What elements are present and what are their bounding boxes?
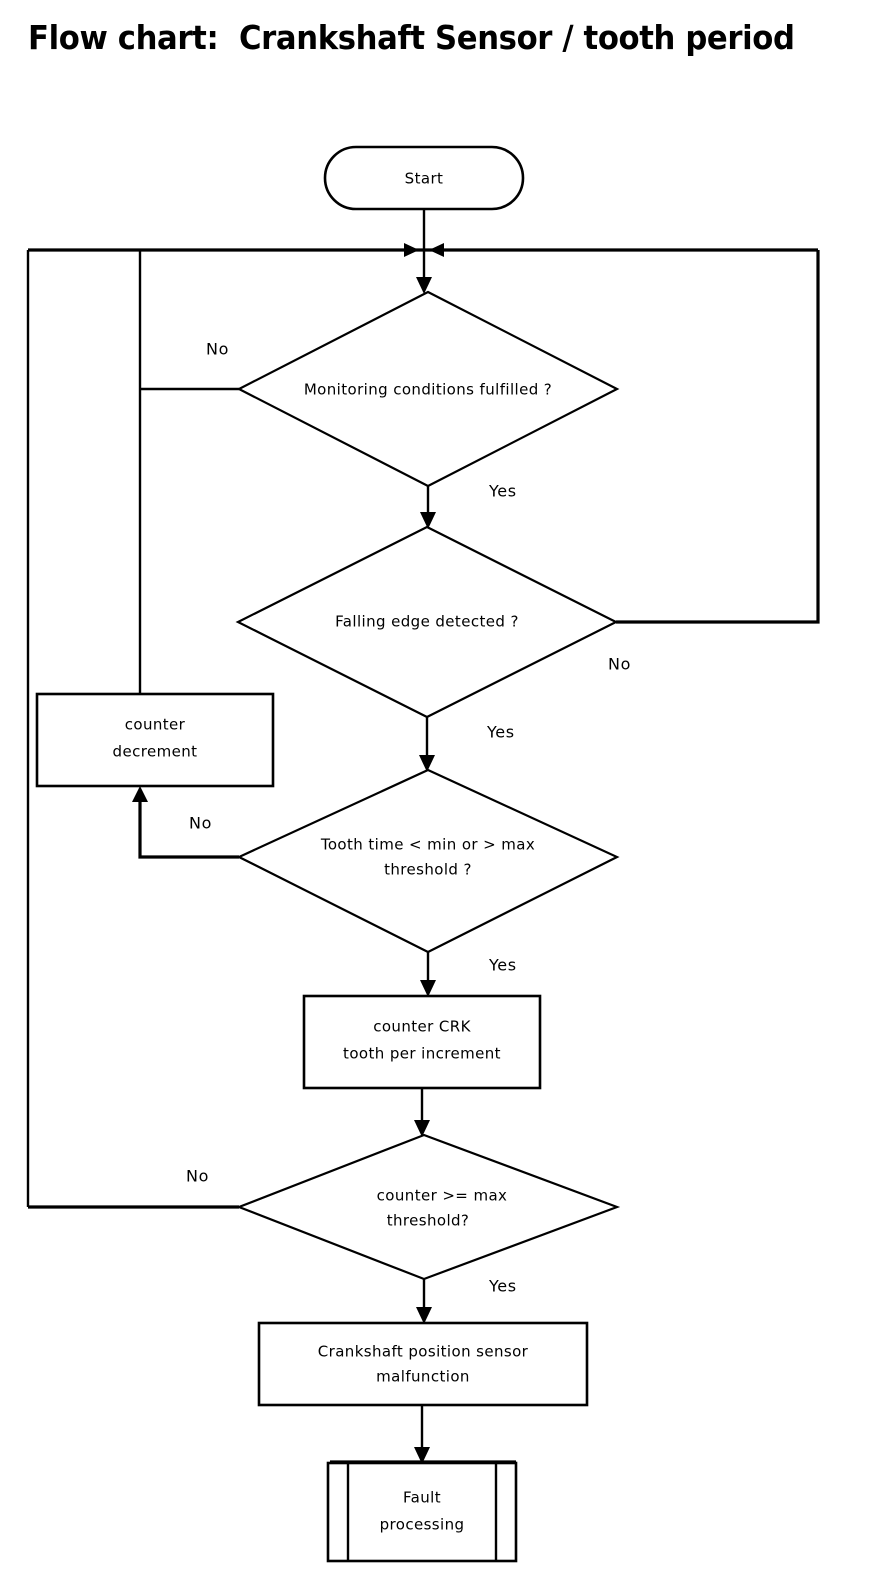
node-start-label: Start xyxy=(405,170,444,188)
node-falling-edge[interactable]: Falling edge detected ? xyxy=(235,525,619,719)
branch-label-no-monitoring: No xyxy=(206,340,229,359)
arrow-into-tooth-time xyxy=(419,755,435,772)
branch-label-yes-counter-max: Yes xyxy=(488,1277,517,1296)
page-title: Flow chart: Crankshaft Sensor / tooth pe… xyxy=(28,18,795,57)
node-start[interactable]: Start xyxy=(323,145,525,211)
node-monitoring-conditions[interactable]: Monitoring conditions fulfilled ? xyxy=(236,290,620,488)
loop-bar-arrow-left xyxy=(404,243,419,257)
edge-falling-edge-no xyxy=(616,250,820,624)
node-monitoring-label: Monitoring conditions fulfilled ? xyxy=(304,381,552,399)
node-tooth-time-label-line1: Tooth time < min or > max xyxy=(320,836,535,854)
node-counter-max[interactable]: counter >= max threshold? xyxy=(235,1133,621,1281)
node-malfunction[interactable]: Crankshaft position sensor malfunction xyxy=(257,1321,589,1407)
counter-decrement-shape xyxy=(35,692,275,788)
node-counter-max-label-line2: threshold? xyxy=(387,1212,470,1230)
node-counter-increment[interactable]: counter CRK tooth per increment xyxy=(302,994,542,1090)
arrow-into-monitoring xyxy=(416,277,432,294)
edge-tooth-time-no xyxy=(138,800,239,859)
node-counter-max-label-line1: counter >= max xyxy=(377,1187,508,1205)
node-tooth-time[interactable]: Tooth time < min or > max threshold ? xyxy=(236,768,620,954)
node-fault-processing-label-line2: processing xyxy=(380,1516,465,1534)
arrow-into-malfunction xyxy=(416,1307,432,1324)
node-counter-increment-label-line2: tooth per increment xyxy=(343,1045,501,1063)
branch-label-yes-tooth-time: Yes xyxy=(488,956,517,975)
node-falling-edge-label: Falling edge detected ? xyxy=(335,613,519,631)
arrow-into-counter-decrement xyxy=(132,786,148,802)
branch-label-yes-falling-edge: Yes xyxy=(486,723,515,742)
arrow-into-falling-edge xyxy=(420,512,436,529)
counter-increment-shape xyxy=(302,994,542,1090)
node-fault-processing[interactable]: Fault processing xyxy=(326,1461,518,1563)
node-counter-decrement-label-line1: counter xyxy=(125,716,186,734)
arrow-into-fault-processing xyxy=(414,1447,430,1464)
branch-label-no-counter-max: No xyxy=(186,1167,209,1186)
arrow-into-counter-max xyxy=(414,1120,430,1137)
fault-processing-shape xyxy=(326,1461,518,1563)
malfunction-shape xyxy=(257,1321,589,1407)
arrow-into-counter-increment xyxy=(420,980,436,997)
counter-max-decision-shape xyxy=(235,1133,621,1281)
node-malfunction-label-line2: malfunction xyxy=(376,1368,470,1386)
node-counter-increment-label-line1: counter CRK xyxy=(373,1018,471,1036)
node-counter-decrement[interactable]: counter decrement xyxy=(35,692,275,788)
node-counter-decrement-label-line2: decrement xyxy=(113,743,198,761)
branch-label-no-falling-edge: No xyxy=(608,655,631,674)
node-fault-processing-label-line1: Fault xyxy=(403,1489,441,1507)
node-tooth-time-label-line2: threshold ? xyxy=(384,861,472,879)
loop-bar-arrow-right xyxy=(429,243,444,257)
branch-label-yes-monitoring: Yes xyxy=(488,482,517,501)
branch-label-no-tooth-time: No xyxy=(189,814,212,833)
node-malfunction-label-line1: Crankshaft position sensor xyxy=(318,1343,529,1361)
